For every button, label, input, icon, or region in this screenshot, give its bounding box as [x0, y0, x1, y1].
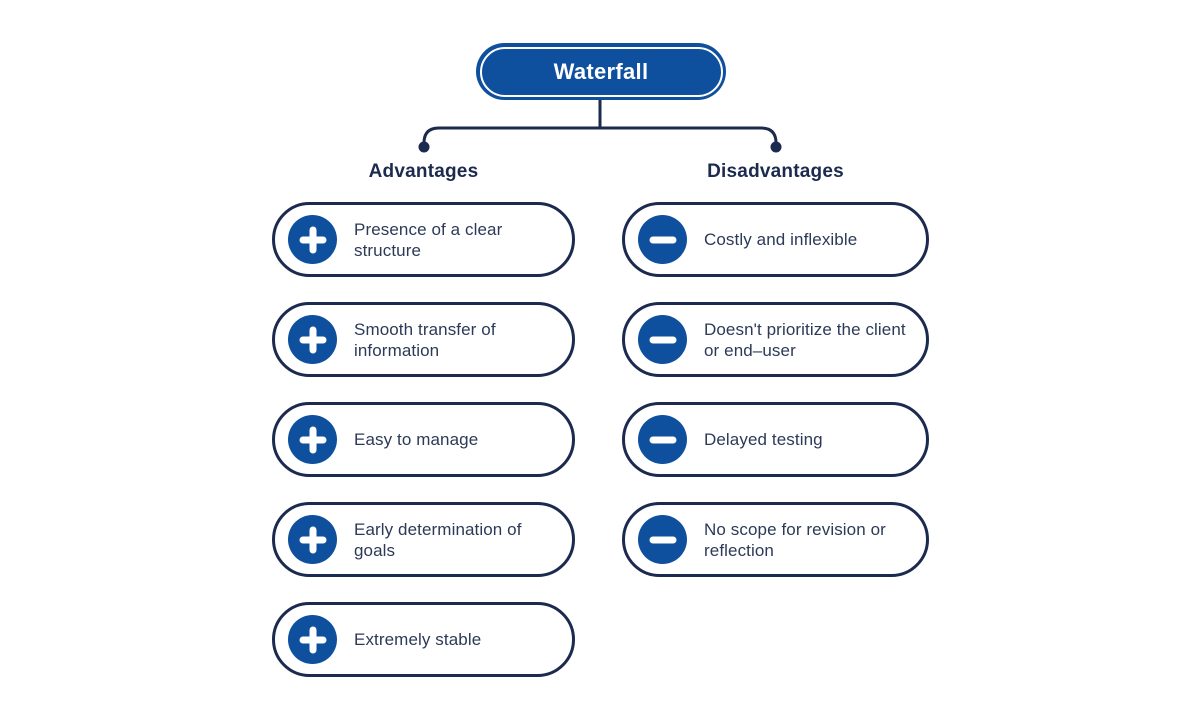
list-item: Delayed testing	[622, 402, 929, 477]
list-item: Extremely stable	[272, 602, 575, 677]
connector-dot-right	[770, 141, 782, 153]
plus-icon	[288, 315, 337, 364]
item-label: Easy to manage	[354, 430, 479, 449]
item-label: Smooth transfer of information	[354, 319, 496, 360]
plus-icon	[288, 215, 337, 264]
advantages-heading: Advantages	[368, 161, 479, 182]
plus-icon	[288, 415, 337, 464]
item-label: Costly and inflexible	[704, 230, 858, 249]
item-label: Doesn't prioritize the client or end–use…	[704, 319, 906, 360]
minus-icon	[638, 515, 687, 564]
list-item: Smooth transfer of information	[272, 302, 575, 377]
item-label: Presence of a clear structure	[354, 219, 503, 260]
minus-icon	[638, 215, 687, 264]
root-label: Waterfall	[553, 58, 649, 84]
disadvantages-heading: Disadvantages	[707, 161, 844, 182]
root-node-inner-ring: Waterfall	[479, 46, 723, 97]
advantages-column: Advantages Presence of a clear structure…	[272, 160, 575, 677]
disadvantages-list: Costly and inflexible Doesn't prioritize…	[622, 202, 929, 577]
disadvantages-column: Disadvantages Costly and inflexible Does…	[622, 160, 929, 577]
list-item: No scope for revision or reflection	[622, 502, 929, 577]
item-label: No scope for revision or reflection	[704, 519, 886, 560]
connector-dot-left	[418, 141, 430, 153]
item-label: Early determination of goals	[354, 519, 522, 560]
item-label: Extremely stable	[354, 630, 482, 649]
list-item: Easy to manage	[272, 402, 575, 477]
list-item: Doesn't prioritize the client or end–use…	[622, 302, 929, 377]
item-label: Delayed testing	[704, 430, 823, 449]
advantages-list: Presence of a clear structure Smooth tra…	[272, 202, 575, 677]
minus-icon	[638, 415, 687, 464]
plus-icon	[288, 515, 337, 564]
minus-icon	[638, 315, 687, 364]
list-item: Early determination of goals	[272, 502, 575, 577]
list-item: Costly and inflexible	[622, 202, 929, 277]
root-node: Waterfall	[476, 43, 726, 100]
list-item: Presence of a clear structure	[272, 202, 575, 277]
connector-lines	[418, 100, 782, 153]
plus-icon	[288, 615, 337, 664]
connector-branch	[422, 126, 778, 146]
